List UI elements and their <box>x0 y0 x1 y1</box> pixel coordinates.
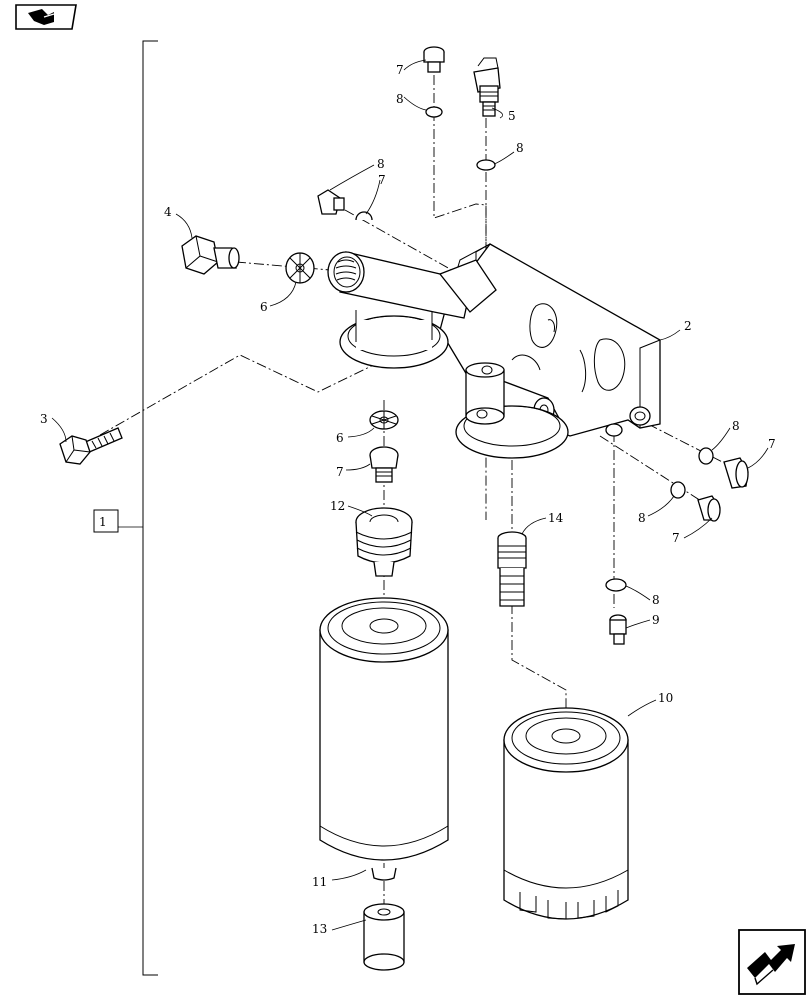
fitting-9 <box>609 614 627 645</box>
label-1: 1 <box>99 515 107 529</box>
o-ring-8f <box>605 578 627 592</box>
book-icon[interactable] <box>14 3 78 31</box>
label-8-right-lower: 8 <box>638 511 646 525</box>
filter-11 <box>319 597 449 881</box>
label-8-left: 8 <box>377 157 385 171</box>
o-ring-8a <box>425 106 443 118</box>
label-3: 3 <box>40 412 48 426</box>
bolt-3 <box>59 427 123 465</box>
label-13: 13 <box>312 922 327 936</box>
label-2: 2 <box>684 319 692 333</box>
label-7-right-lower: 7 <box>672 531 680 545</box>
filter-head-housing <box>327 243 661 459</box>
o-ring-8d <box>698 447 714 465</box>
plug-7-top <box>423 46 445 73</box>
sensor-5 <box>473 57 501 117</box>
label-6-center: 6 <box>336 431 344 445</box>
label-14: 14 <box>548 511 564 525</box>
adapter-12 <box>355 507 413 577</box>
plug-7-left <box>317 189 345 215</box>
filter-10 <box>503 707 629 920</box>
nipple-14 <box>497 531 527 607</box>
check-valve-6b <box>369 410 399 430</box>
plug-4 <box>181 235 240 275</box>
label-11: 11 <box>312 875 327 889</box>
label-12: 12 <box>330 499 345 513</box>
cap-13 <box>363 903 405 971</box>
plug-7-right-upper <box>723 457 749 489</box>
label-7-top: 7 <box>396 63 404 77</box>
assembly-bracket <box>142 40 158 976</box>
next-page-arrow-icon[interactable] <box>737 928 807 996</box>
label-7-center: 7 <box>336 465 344 479</box>
plug-7-right-lower <box>697 495 721 522</box>
o-ring-8c <box>355 211 373 221</box>
label-9: 9 <box>652 613 660 627</box>
o-ring-8e <box>670 481 686 499</box>
label-8-sensor: 8 <box>516 141 524 155</box>
o-ring-8b <box>476 159 496 171</box>
label-8-right-upper: 8 <box>732 419 740 433</box>
label-7-right-upper: 7 <box>768 437 776 451</box>
label-8-top: 8 <box>396 92 404 106</box>
plug-7-center <box>369 446 399 483</box>
label-6-left: 6 <box>260 300 268 314</box>
label-4: 4 <box>164 205 172 219</box>
label-10: 10 <box>658 691 673 705</box>
label-5: 5 <box>508 109 516 123</box>
assembly-ref-box <box>93 509 119 533</box>
label-8-bottom: 8 <box>652 593 660 607</box>
label-7-left: 7 <box>378 173 386 187</box>
check-valve-6a <box>285 252 315 284</box>
